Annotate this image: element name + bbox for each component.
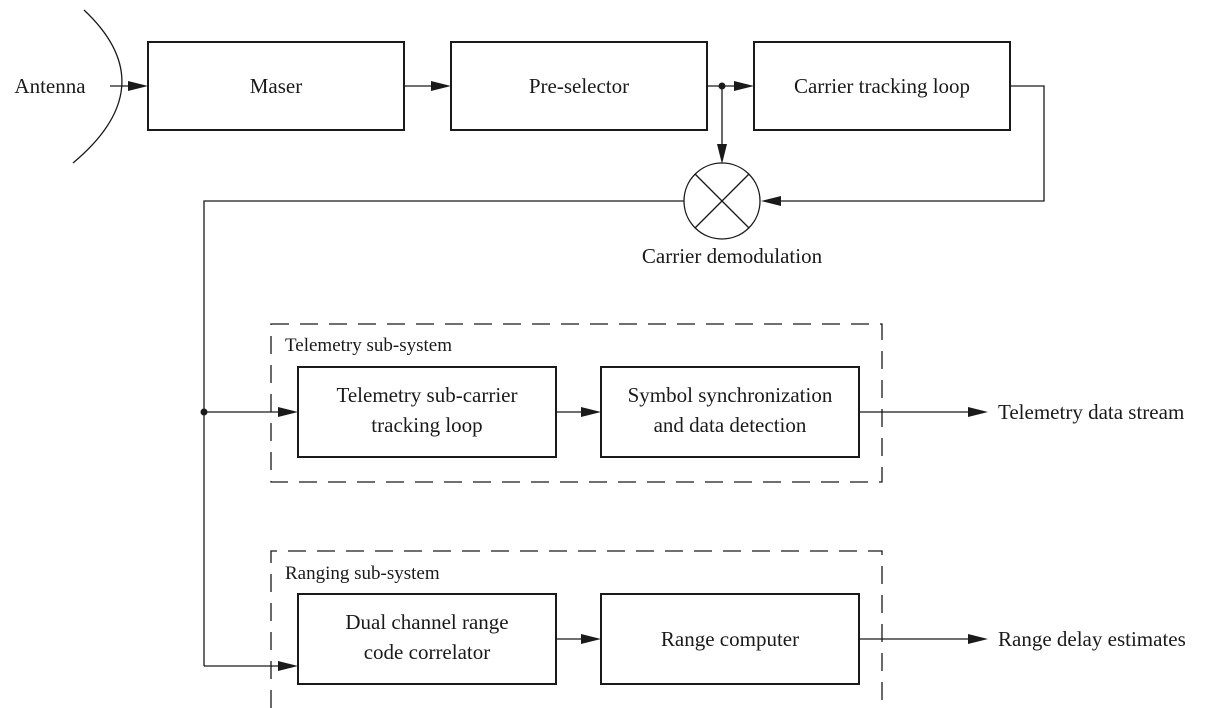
arrow-icon — [734, 81, 754, 91]
preselector-label: Pre-selector — [529, 74, 629, 98]
arrow-icon — [581, 407, 601, 417]
symbol-sync-label-line2: and data detection — [654, 413, 807, 437]
mixer-label: Carrier demodulation — [642, 244, 823, 268]
range-correlator-block — [297, 593, 557, 685]
arrow-icon — [761, 196, 781, 206]
telemetry-subsystem-label: Telemetry sub-system — [285, 335, 452, 356]
arrow-icon — [968, 634, 988, 644]
arrow-icon — [278, 661, 298, 671]
symbol-sync-block — [600, 366, 860, 458]
telemetry-loop-label-line2: tracking loop — [371, 413, 482, 437]
range-correlator-label-line2: code correlator — [364, 640, 491, 664]
arrow-icon — [431, 81, 451, 91]
maser-label: Maser — [250, 74, 302, 98]
demod-output-bus-wire — [203, 200, 684, 666]
symbol-sync-label-line1: Symbol synchronization — [628, 383, 833, 407]
carrier-loop-feedback-wire — [772, 85, 1045, 202]
telemetry-output-label: Telemetry data stream — [998, 400, 1184, 424]
telemetry-subsystem-frame — [270, 323, 883, 483]
telemetry-loop-block — [297, 366, 557, 458]
range-correlator-label-line1: Dual channel range — [345, 610, 508, 634]
arrow-icon — [128, 81, 148, 91]
arrow-icon — [968, 407, 988, 417]
preselector-block — [450, 41, 708, 131]
arrow-icon — [717, 144, 727, 164]
carrier-loop-block — [753, 41, 1011, 131]
maser-block — [147, 41, 405, 131]
carrier-loop-label: Carrier tracking loop — [794, 74, 970, 98]
arrow-icon — [278, 407, 298, 417]
telemetry-loop-label-line1: Telemetry sub-carrier — [336, 383, 517, 407]
mixer-cross-icon — [694, 173, 750, 229]
arrow-icon — [581, 634, 601, 644]
range-computer-label: Range computer — [661, 627, 799, 651]
ranging-subsystem-label: Ranging sub-system — [285, 563, 440, 584]
range-output-label: Range delay estimates — [998, 627, 1186, 651]
antenna-label: Antenna — [14, 74, 86, 98]
ranging-subsystem-frame — [270, 550, 883, 708]
